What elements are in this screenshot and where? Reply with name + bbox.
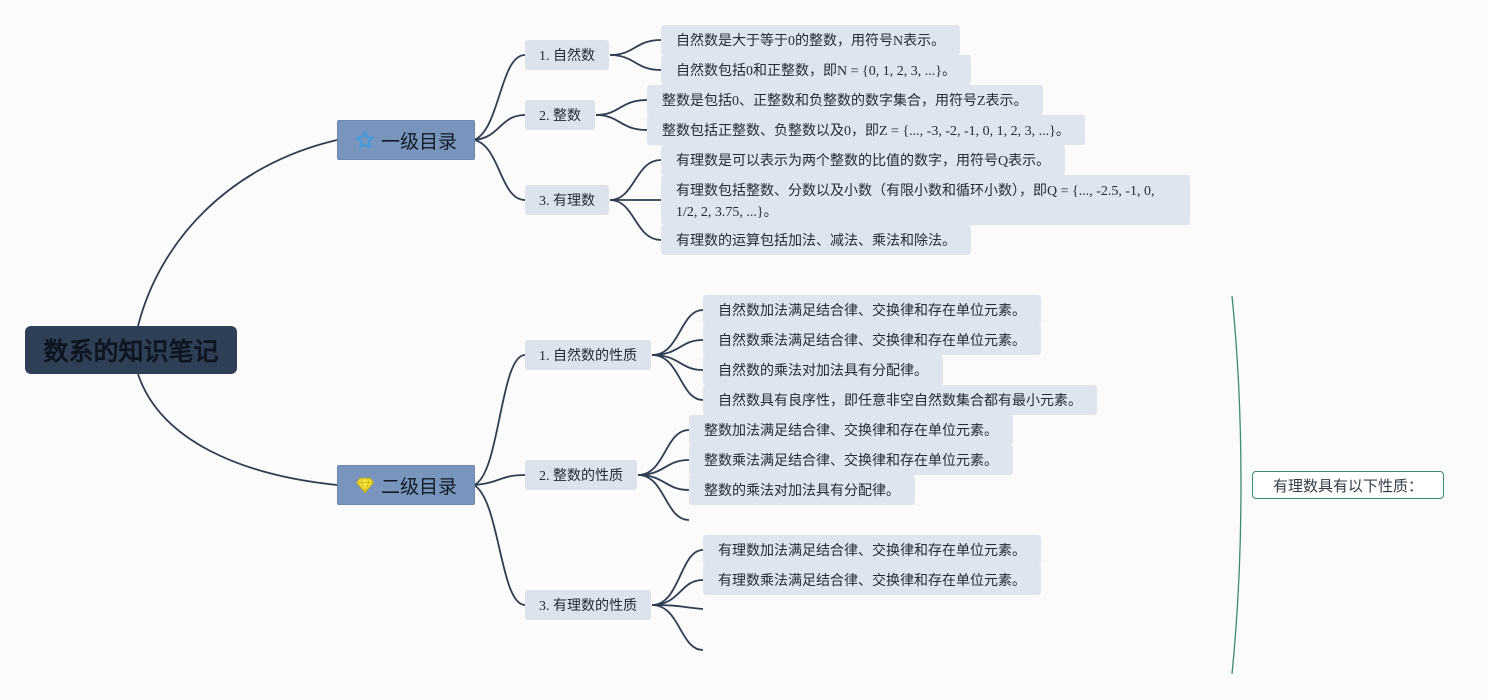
leaf-label: 整数乘法满足结合律、交换律和存在单位元素。	[704, 454, 998, 469]
leaf-topic[interactable]: 自然数加法满足结合律、交换律和存在单位元素。	[703, 295, 1041, 325]
subtopic-natural-number-properties[interactable]: 1. 自然数的性质	[525, 340, 651, 370]
leaf-topic[interactable]: 自然数乘法满足结合律、交换律和存在单位元素。	[703, 325, 1041, 355]
leaf-topic[interactable]: 整数加法满足结合律、交换律和存在单位元素。	[689, 415, 1013, 445]
leaf-topic[interactable]: 有理数的运算包括加法、减法、乘法和除法。	[661, 225, 971, 255]
subtopic-label: 1. 自然数	[539, 49, 595, 64]
leaf-topic[interactable]: 整数的乘法对加法具有分配律。	[689, 475, 915, 505]
leaf-label: 自然数具有良序性，即任意非空自然数集合都有最小元素。	[718, 394, 1082, 409]
leaf-label: 有理数的运算包括加法、减法、乘法和除法。	[676, 234, 956, 249]
leaf-topic[interactable]: 自然数具有良序性，即任意非空自然数集合都有最小元素。	[703, 385, 1097, 415]
subtopic-label: 1. 自然数的性质	[539, 349, 637, 364]
branch-level-1[interactable]: 一级目录	[337, 120, 475, 160]
root-topic-label: 数系的知识笔记	[43, 337, 219, 366]
connector-b0-s1	[473, 114, 526, 141]
leaf-label: 自然数乘法满足结合律、交换律和存在单位元素。	[718, 334, 1026, 349]
subtopic-label: 2. 整数的性质	[539, 469, 623, 484]
subtopic-integers[interactable]: 2. 整数	[525, 100, 595, 130]
leaf-topic[interactable]: 有理数包括整数、分数以及小数（有限小数和循环小数），即Q = {..., -2.…	[661, 175, 1190, 225]
subtopic-label: 2. 整数	[539, 109, 581, 124]
leaf-topic[interactable]: 有理数乘法满足结合律、交换律和存在单位元素。	[703, 565, 1041, 595]
subtopic-rational-properties[interactable]: 3. 有理数的性质	[525, 590, 651, 620]
subtopic-label: 3. 有理数	[539, 194, 595, 209]
leaf-label: 有理数加法满足结合律、交换律和存在单位元素。	[718, 544, 1026, 559]
leaf-label: 自然数包括0和正整数，即N = {0, 1, 2, 3, ...}。	[676, 64, 956, 79]
root-topic[interactable]: 数系的知识笔记	[25, 326, 237, 374]
diamond-icon	[356, 477, 374, 494]
connector-b0-s0	[473, 54, 526, 141]
subtopic-rationals[interactable]: 3. 有理数	[525, 185, 609, 215]
connector-root-b0	[137, 139, 338, 327]
leaf-label: 自然数的乘法对加法具有分配律。	[718, 364, 928, 379]
leaf-topic[interactable]: 整数乘法满足结合律、交换律和存在单位元素。	[689, 445, 1013, 475]
connector-b0-s2	[473, 139, 526, 201]
leaf-topic[interactable]: 有理数是可以表示为两个整数的比值的数字，用符号Q表示。	[661, 145, 1066, 175]
leaf-topic[interactable]: 自然数是大于等于0的整数，用符号N表示。	[661, 25, 961, 55]
leaf-topic[interactable]: 整数是包括0、正整数和负整数的数字集合，用符号Z表示。	[647, 85, 1043, 115]
leaf-label: 自然数加法满足结合律、交换律和存在单位元素。	[718, 304, 1026, 319]
subtopic-natural-numbers[interactable]: 1. 自然数	[525, 40, 609, 70]
leaf-label: 整数包括正整数、负整数以及0，即Z = {..., -3, -2, -1, 0,…	[662, 124, 1070, 139]
branch-level-1-label: 一级目录	[380, 130, 457, 153]
branch-level-2[interactable]: 二级目录	[337, 465, 475, 505]
leaf-topic[interactable]: 自然数的乘法对加法具有分配律。	[703, 355, 943, 385]
leaf-label: 整数加法满足结合律、交换律和存在单位元素。	[704, 424, 998, 439]
summary-bracket	[1231, 295, 1242, 675]
connector-b1-s1	[473, 474, 526, 486]
leaf-label: 整数是包括0、正整数和负整数的数字集合，用符号Z表示。	[662, 94, 1028, 109]
connector-b1-s2	[473, 484, 526, 606]
leaf-label: 有理数乘法满足结合律、交换律和存在单位元素。	[718, 574, 1026, 589]
leaf-label: 整数的乘法对加法具有分配律。	[704, 484, 900, 499]
summary-note-label: 有理数具有以下性质：	[1272, 476, 1423, 495]
subtopic-integer-properties[interactable]: 2. 整数的性质	[525, 460, 637, 490]
star-icon	[355, 130, 375, 149]
connector-b1-s0	[473, 354, 526, 486]
leaf-label: 自然数是大于等于0的整数，用符号N表示。	[676, 34, 946, 49]
branch-level-2-label: 二级目录	[380, 475, 457, 498]
subtopic-label: 3. 有理数的性质	[539, 599, 637, 614]
leaf-label: 有理数包括整数、分数以及小数（有限小数和循环小数），即Q = {..., -2.…	[676, 184, 1155, 220]
leaf-label: 有理数是可以表示为两个整数的比值的数字，用符号Q表示。	[676, 154, 1051, 169]
leaf-topic[interactable]: 自然数包括0和正整数，即N = {0, 1, 2, 3, ...}。	[661, 55, 971, 85]
leaf-topic[interactable]: 整数包括正整数、负整数以及0，即Z = {..., -3, -2, -1, 0,…	[647, 115, 1085, 145]
summary-note[interactable]: 有理数具有以下性质：	[1252, 471, 1444, 499]
connector-root-b1	[137, 373, 338, 486]
leaf-topic[interactable]: 有理数加法满足结合律、交换律和存在单位元素。	[703, 535, 1041, 565]
